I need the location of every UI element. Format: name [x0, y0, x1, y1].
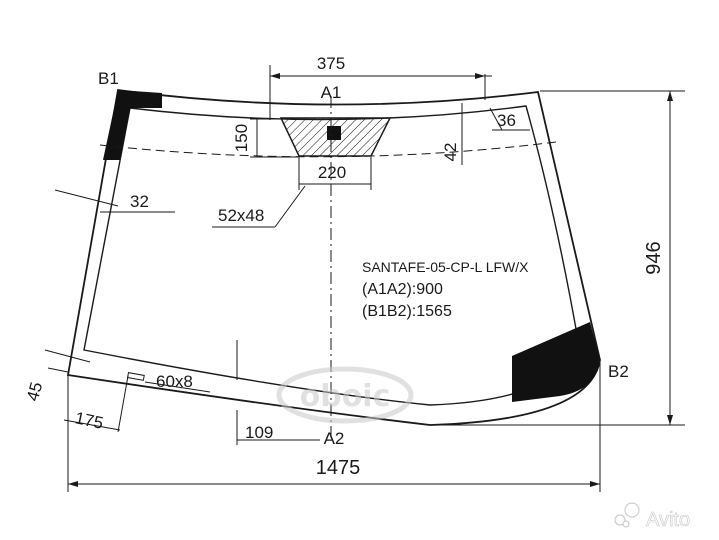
dim-top-width: 375: [317, 54, 345, 73]
dim-corner-offset: 32: [130, 192, 149, 211]
watermark-text: oboic: [300, 379, 391, 414]
dim-45-line-a: [44, 349, 91, 363]
dim-946-arrow-bottom: [667, 415, 673, 425]
dim-175-ext: [117, 375, 129, 433]
glass-outer-contour: [66, 88, 601, 426]
dim-left-band: 45: [23, 380, 46, 403]
dim-vin-window: 60x8: [156, 372, 193, 391]
black-band-bottom-right: [512, 322, 600, 402]
dim-left-offset: 175: [73, 408, 105, 432]
dim-32-line: [54, 189, 119, 207]
dim-375-arrow-right: [475, 73, 485, 79]
dim-36-leader: [489, 107, 503, 131]
label-a1: A1: [321, 83, 342, 102]
dim-375-arrow-left: [270, 73, 280, 79]
label-b1: B1: [98, 69, 119, 88]
dim-45-line-b: [47, 367, 69, 373]
avito-dot-2: [624, 502, 640, 518]
dim-bracket-height: 150: [232, 124, 251, 152]
avito-dot-3: [622, 520, 630, 528]
avito-dot-1: [614, 514, 626, 526]
dim-946-arrow-top: [667, 91, 673, 101]
watermark-oval: [276, 366, 414, 424]
b1b2-spec: (B1B2):1565: [362, 303, 452, 320]
shade-band-line: [99, 141, 557, 158]
dim-175-line: [63, 419, 121, 431]
dim-bracket-width: 220: [318, 163, 346, 182]
label-b2: B2: [608, 362, 629, 381]
dim-1475-arrow-left: [68, 481, 78, 487]
vin-window: [127, 372, 145, 381]
dim-1475-arrow-right: [590, 481, 600, 487]
a1a2-spec: (A1A2):900: [362, 281, 443, 298]
sensor-window: [327, 126, 341, 140]
sensor-leader: [274, 185, 306, 228]
vin-leader: [144, 381, 211, 393]
dim-sensor-size: 52x48: [218, 206, 264, 225]
dim-bottom-offset: 109: [245, 423, 273, 442]
avito-watermark: Avito: [614, 502, 690, 531]
black-band-top-left: [103, 90, 162, 160]
avito-logo-text: Avito: [646, 509, 690, 531]
dim-bottom-width: 1475: [316, 457, 361, 479]
part-code: SANTAFE-05-CP-L LFW/X: [362, 259, 529, 275]
dim-right-band: 42: [441, 143, 460, 162]
dim-right-offset: 36: [497, 111, 516, 130]
brand-watermark: oboic: [276, 366, 414, 424]
label-a2: A2: [324, 429, 345, 448]
dim-height: 946: [643, 241, 665, 274]
